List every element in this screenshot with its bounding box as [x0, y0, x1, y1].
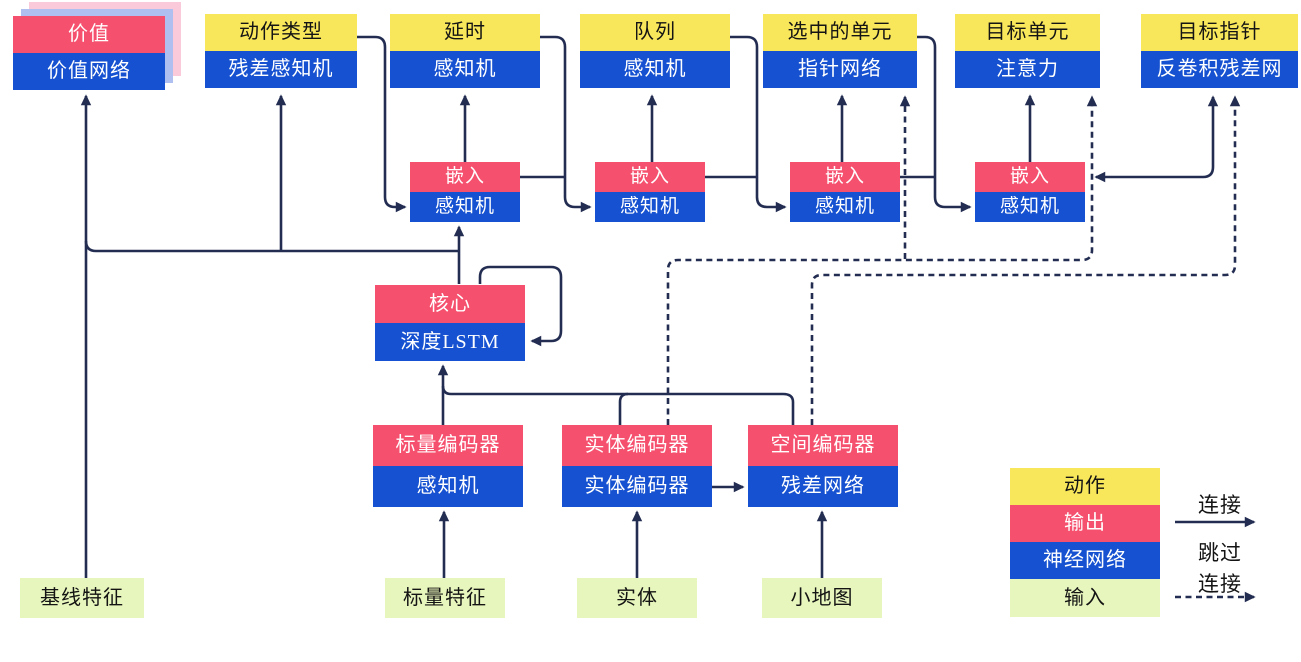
node-target-unit-action-label: 目标单元	[955, 14, 1100, 51]
legend-connection-label: 连接	[1198, 493, 1242, 517]
node-baseline-features-label: 基线特征	[20, 578, 144, 618]
node-entities: 实体	[577, 578, 697, 618]
edge-encoders-merge-horizontal	[441, 385, 795, 425]
edge-selected-units-to-embed-4	[917, 35, 972, 213]
node-entity-encoder: 实体编码器 实体编码器	[562, 425, 712, 507]
node-target-point-network-label: 反卷积残差网	[1141, 51, 1298, 88]
node-spatial-encoder: 空间编码器 残差网络	[748, 425, 898, 507]
node-embed-4-output-label: 嵌入	[975, 162, 1085, 192]
node-delay-network-label: 感知机	[390, 51, 540, 88]
node-spatial-encoder-output-label: 空间编码器	[748, 425, 898, 466]
edge-entity-skip-connection	[666, 95, 1098, 425]
node-selected-units: 选中的单元 指针网络	[763, 14, 917, 88]
node-queued-action-label: 队列	[580, 14, 730, 51]
node-action-type-network-label: 残差感知机	[205, 51, 357, 88]
node-embed-3: 嵌入 感知机	[790, 162, 900, 222]
node-embed-4: 嵌入 感知机	[975, 162, 1085, 222]
node-scalar-encoder-network-label: 感知机	[373, 466, 523, 507]
node-embed-3-network-label: 感知机	[790, 192, 900, 222]
node-delay-action-label: 延时	[390, 14, 540, 51]
node-target-unit-network-label: 注意力	[955, 51, 1100, 88]
node-spatial-encoder-network-label: 残差网络	[748, 466, 898, 507]
node-selected-units-network-label: 指针网络	[763, 51, 917, 88]
node-embed-1-network-label: 感知机	[410, 192, 520, 222]
node-minimap: 小地图	[762, 578, 882, 618]
node-entity-encoder-network-label: 实体编码器	[562, 466, 712, 507]
legend-color-key: 动作 输出 神经网络 输入	[1010, 468, 1160, 617]
legend-input-label: 输入	[1010, 579, 1160, 617]
node-embed-2-output-label: 嵌入	[595, 162, 705, 192]
node-scalar-features-label: 标量特征	[385, 578, 505, 618]
edge-delay-to-embed-2	[540, 35, 592, 213]
node-baseline-features: 基线特征	[20, 578, 144, 618]
edge-action-type-to-embed-1	[357, 35, 407, 213]
legend-output-label: 输出	[1010, 505, 1160, 542]
edge-core-branch-horizontal	[84, 240, 459, 253]
legend-action-label: 动作	[1010, 468, 1160, 505]
node-embed-3-output-label: 嵌入	[790, 162, 900, 192]
node-selected-units-action-label: 选中的单元	[763, 14, 917, 51]
node-embed-1: 嵌入 感知机	[410, 162, 520, 222]
edge-spatial-skip-connection	[810, 95, 1241, 425]
node-core-output-label: 核心	[375, 285, 525, 323]
node-scalar-encoder-output-label: 标量编码器	[373, 425, 523, 466]
node-entity-encoder-output-label: 实体编码器	[562, 425, 712, 466]
node-embed-1-output-label: 嵌入	[410, 162, 520, 192]
node-target-point: 目标指针 反卷积残差网	[1141, 14, 1298, 88]
edge-core-self-loop	[478, 265, 563, 347]
edge-entity-encoder-merge	[618, 392, 629, 425]
node-scalar-encoder: 标量编码器 感知机	[373, 425, 523, 507]
node-embed-2: 嵌入 感知机	[595, 162, 705, 222]
node-entities-label: 实体	[577, 578, 697, 618]
node-delay: 延时 感知机	[390, 14, 540, 88]
node-embed-4-network-label: 感知机	[975, 192, 1085, 222]
node-action-type-action-label: 动作类型	[205, 14, 357, 51]
node-minimap-label: 小地图	[762, 578, 882, 618]
node-scalar-features: 标量特征	[385, 578, 505, 618]
edge-queued-to-embed-3	[730, 35, 787, 213]
node-value-output-label: 价值	[13, 16, 165, 53]
node-value-network-label: 价值网络	[13, 53, 165, 90]
node-core-network-label: 深度LSTM	[375, 323, 525, 361]
node-queued: 队列 感知机	[580, 14, 730, 88]
node-target-point-action-label: 目标指针	[1141, 14, 1298, 51]
node-action-type: 动作类型 残差感知机	[205, 14, 357, 88]
node-value: 价值 价值网络	[13, 16, 165, 90]
legend-network-label: 神经网络	[1010, 542, 1160, 579]
node-core: 核心 深度LSTM	[375, 285, 525, 361]
edge-embed-4-target-point-link	[1094, 95, 1219, 183]
node-embed-2-network-label: 感知机	[595, 192, 705, 222]
legend-skip-label-line2: 连接	[1198, 572, 1242, 596]
legend-skip-label-line1: 跳过	[1198, 541, 1242, 565]
node-target-unit: 目标单元 注意力	[955, 14, 1100, 88]
node-queued-network-label: 感知机	[580, 51, 730, 88]
